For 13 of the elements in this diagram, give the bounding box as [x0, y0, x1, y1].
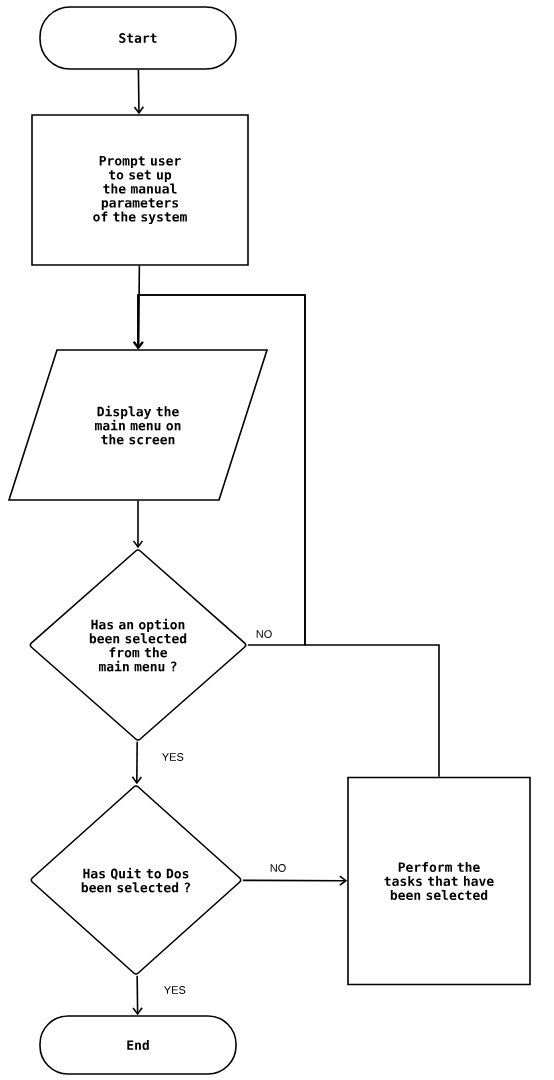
process-box: Prompt user to set up the manual parameters of the system	[31, 114, 249, 266]
arrow	[133, 69, 145, 115]
arrow	[133, 265, 144, 350]
arrow	[132, 294, 440, 778]
edge-label: YES	[162, 753, 184, 761]
edge-label: YES	[164, 986, 186, 994]
arrow	[242, 875, 348, 886]
arrow	[132, 500, 144, 549]
process-box: Perform the tasks that have been selected	[347, 776, 531, 986]
arrow	[132, 975, 143, 1016]
arrow	[131, 741, 143, 785]
edge-label: NO	[256, 630, 272, 638]
edge-label: NO	[270, 864, 286, 872]
